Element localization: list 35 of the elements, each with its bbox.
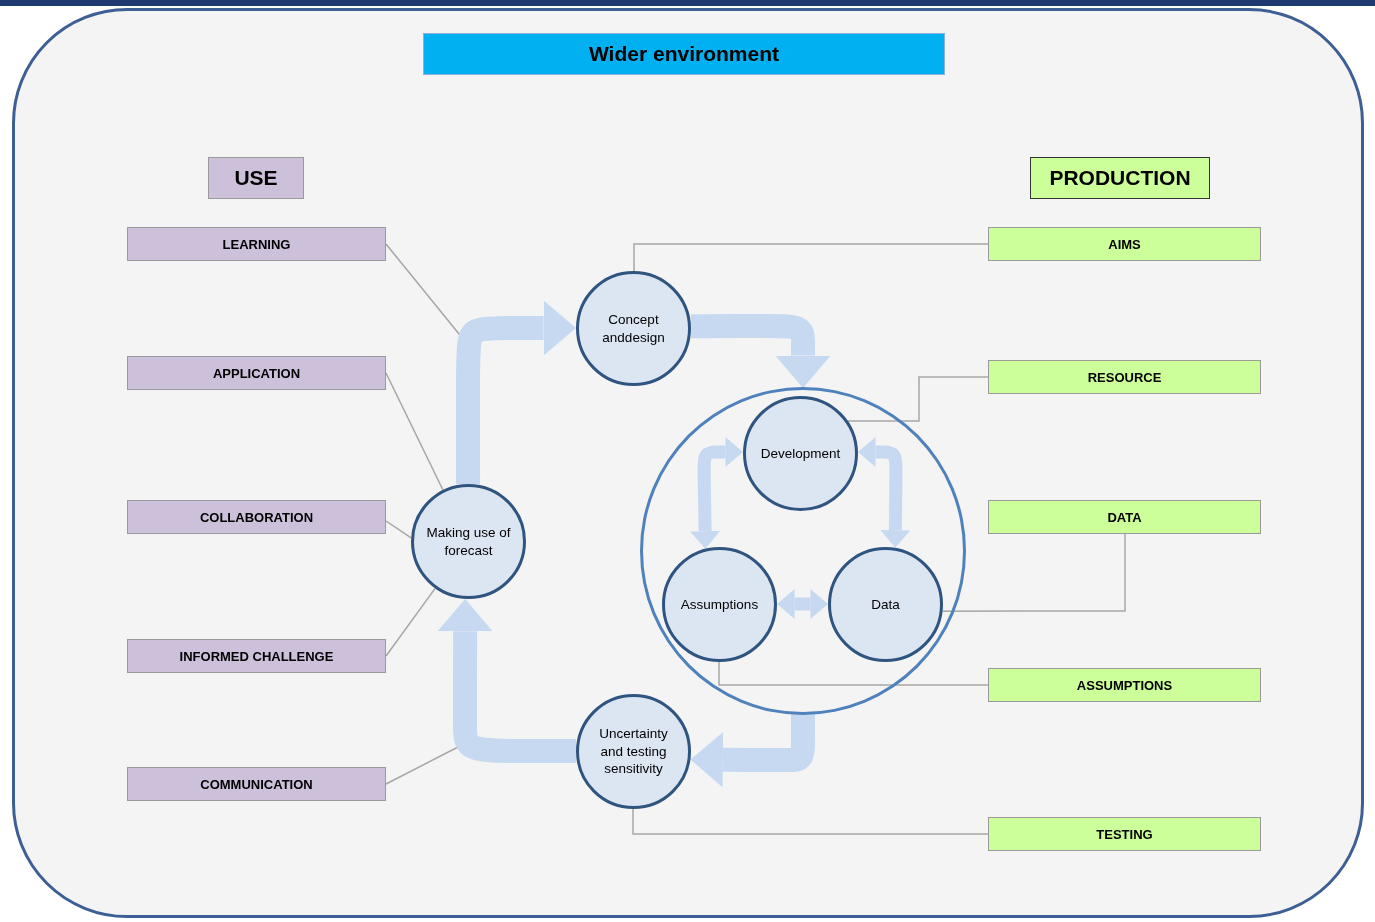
flow-arrow	[777, 589, 828, 619]
process-circle: Development	[743, 396, 858, 511]
environment-panel	[12, 8, 1364, 918]
production-box: AIMS	[988, 227, 1261, 261]
leader-line	[385, 520, 412, 539]
use-box: COLLABORATION	[127, 500, 386, 534]
leader-line	[718, 661, 989, 686]
process-circle: Assumptions	[662, 547, 777, 662]
heading-label: PRODUCTION	[1030, 157, 1210, 199]
process-circle: Uncertainty and testing sensitivity	[576, 694, 691, 809]
production-box: ASSUMPTIONS	[988, 668, 1261, 702]
flow-arrow	[690, 314, 831, 388]
leader-line	[941, 533, 1126, 612]
production-box: TESTING	[988, 817, 1261, 851]
production-box: DATA	[988, 500, 1261, 534]
use-box: APPLICATION	[127, 356, 386, 390]
title-banner: Wider environment	[423, 33, 945, 75]
leader-line	[385, 372, 444, 491]
use-box: LEARNING	[127, 227, 386, 261]
leader-line	[633, 243, 989, 272]
production-box: RESOURCE	[988, 360, 1261, 394]
leader-line	[632, 808, 989, 835]
process-circle: Making use of forecast	[411, 484, 526, 599]
ring	[640, 387, 966, 715]
use-box: INFORMED CHALLENGE	[127, 639, 386, 673]
flow-arrow	[437, 598, 579, 764]
heading-label: USE	[208, 157, 304, 199]
flow-arrow	[456, 300, 576, 484]
flow-arrow	[690, 437, 743, 549]
use-box: COMMUNICATION	[127, 767, 386, 801]
flow-arrow	[858, 437, 911, 548]
process-circle: Data	[828, 547, 943, 662]
leader-line	[847, 376, 989, 422]
leader-line	[385, 587, 436, 657]
process-circle: Concept anddesign	[576, 271, 691, 386]
